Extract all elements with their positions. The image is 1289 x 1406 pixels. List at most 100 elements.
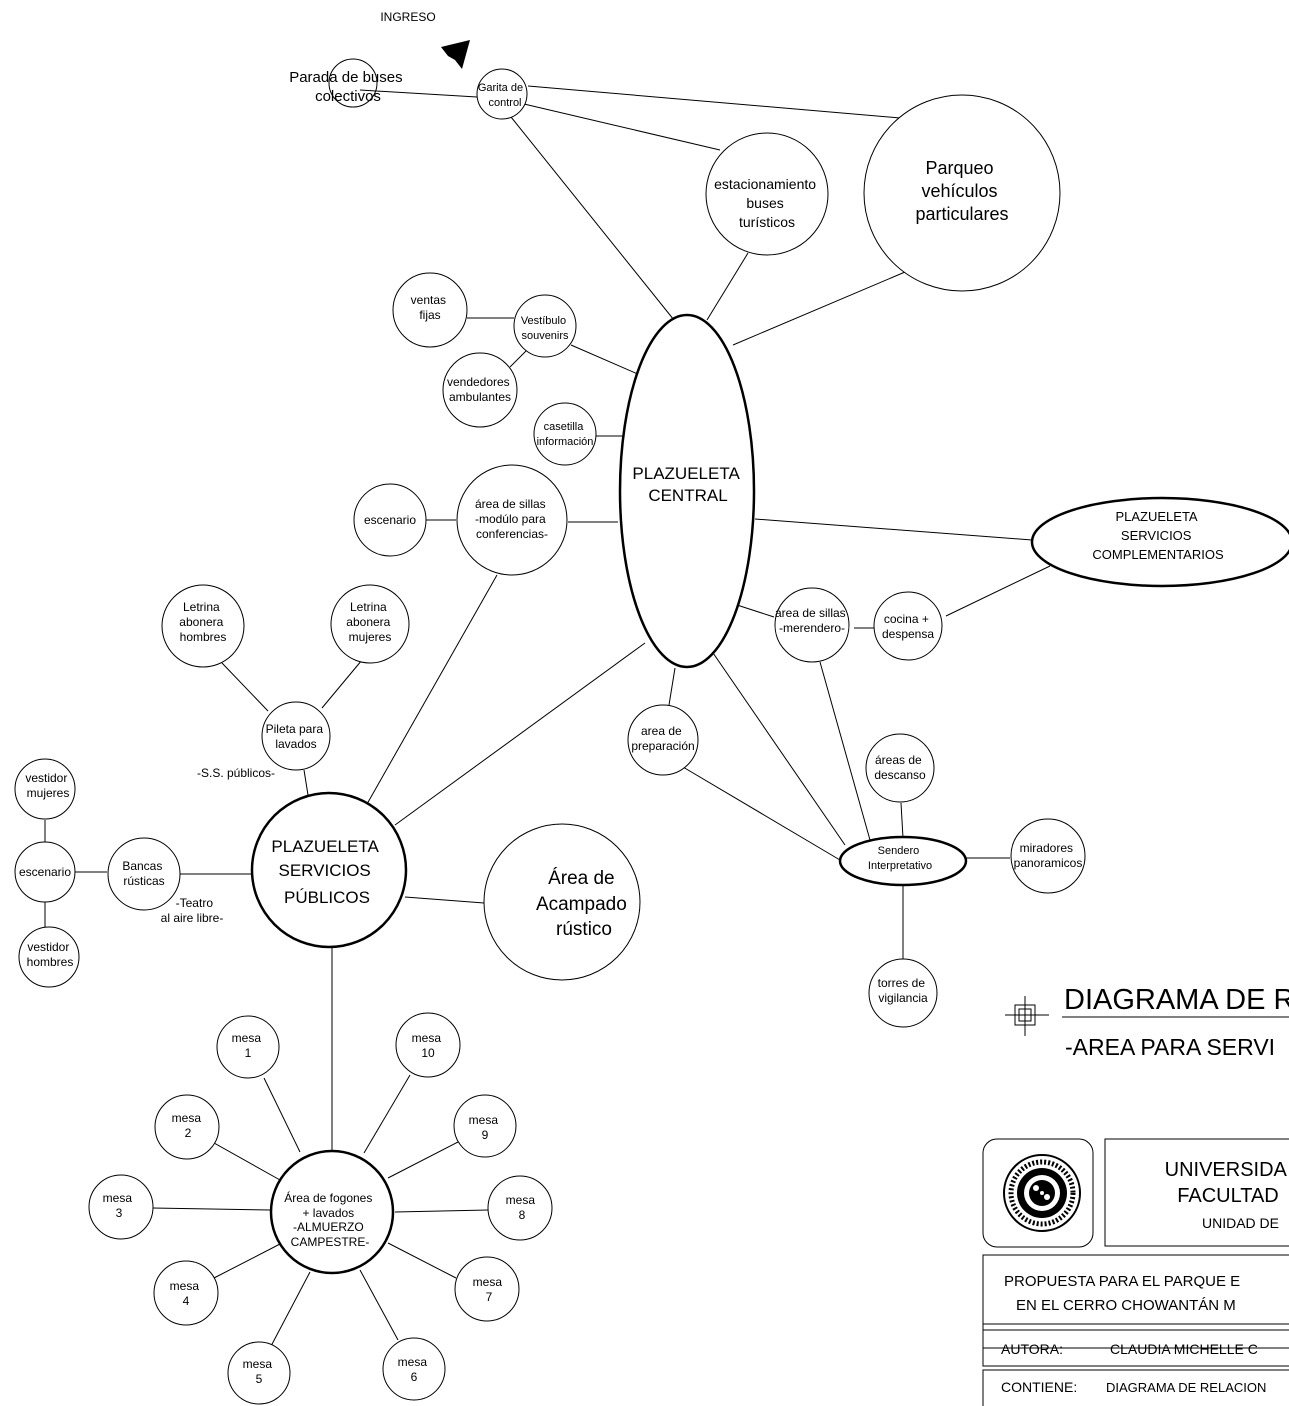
edge-fogones-mesa-4 [213,1243,281,1279]
diagram-edges [44,85,1051,1349]
contents-label: CONTIENE: [1001,1379,1077,1395]
node-label-line: ventas [411,293,446,307]
diagram-nodes: Parada de buses colectivos Garita de con… [14,58,1289,1405]
node-mesa-5: mesa 5 [227,1341,291,1405]
edge-garita-plazuela-central [510,116,679,326]
node-label: mesa 8 [506,1193,539,1222]
edge-central-publicos [394,642,646,826]
node-mesa-10: mesa 10 [395,1012,461,1078]
node-label-line: abonera [179,615,223,629]
node-label: área de sillas -merendero- [775,606,849,635]
node-miradores: miradores panoramicos [1010,818,1086,894]
node-label: ventas fijas [411,293,450,322]
node-label-line: particulares [915,204,1008,224]
edge-letrina-h-pileta [221,662,269,712]
edge-estacionamiento-central [706,252,749,321]
node-label-line: cocina + [884,612,929,626]
node-label-line: lavados [275,737,316,751]
university-line: UNIVERSIDA [1165,1159,1288,1181]
node-area-preparacion: area de preparación [627,704,699,776]
university-seal-icon [1003,1154,1081,1232]
node-label-line: 7 [486,1290,493,1304]
edge-central-sendero [710,649,846,846]
node-label-line: estacionamiento [714,176,816,192]
node-label: PLAZUELETA SERVICIOS COMPLEMENTARIOS [1092,509,1224,562]
node-label-line: preparación [631,739,694,753]
node-area-acampado: Área de Acampado rústico [483,823,641,981]
node-label-line: mesa [398,1355,428,1369]
node-label-line: PLAZUELETA [632,464,740,483]
edge-fogones-mesa-2 [213,1142,281,1181]
node-parqueo: Parqueo vehículos particulares [863,94,1061,292]
node-label-line: panoramicos [1014,856,1083,870]
node-areas-descanso: áreas de descanso [865,733,935,803]
node-label: cocina + despensa [882,612,934,641]
edge-central-merendero [736,604,775,618]
diagram-title-block: DIAGRAMA DE R -AREA PARA SERVI [1005,984,1289,1060]
node-letrina-hombres: Letrina abonera hombres [161,584,245,668]
node-ventas-fijas: ventas fijas [392,272,468,348]
node-label-line: escenario [364,513,416,527]
node-label: torres de vigilancia [878,976,929,1005]
edge-fogones-mesa-10 [363,1074,411,1154]
node-label: Parada de buses colectivos [289,69,407,105]
node-label: áreas de descanso [874,753,926,782]
diagram-title: DIAGRAMA DE R [1064,984,1289,1016]
diagram-subtitle: -AREA PARA SERVI [1065,1034,1275,1060]
edge-descanso-sendero [900,802,904,839]
node-label-line: abonera [346,615,390,629]
free-labels: -S.S. públicos- -Teatro al aire libre- [161,766,275,925]
node-vestidor-mujeres: vestidor mujeres [14,758,76,820]
node-label-line: SERVICIOS [278,861,370,880]
node-label-line: Letrina [350,600,387,614]
node-label-line: 4 [183,1294,190,1308]
node-label-line: colectivos [315,88,381,105]
node-label: mesa 7 [473,1275,506,1304]
node-label-line: Interpretativo [868,860,932,872]
node-label-line: control [488,97,521,109]
seal-frame [982,1138,1094,1248]
node-mesa-7: mesa 7 [454,1256,520,1322]
node-label-line: información [537,436,594,448]
node-label-line: mesa [232,1031,262,1045]
university-name: UNIVERSIDA FACULTAD [1165,1159,1289,1207]
node-mesa-8: mesa 8 [487,1175,553,1241]
node-label: mesa 6 [398,1355,431,1384]
node-label-line: Bancas [122,859,162,873]
node-label: Bancas rústicas [122,859,165,888]
node-label-line: rústico [556,919,612,940]
node-mesa-6: mesa 6 [382,1337,446,1401]
node-label-line: area de [641,724,682,738]
node-label-line: ambulantes [449,390,511,404]
edge-fogones-mesa-6 [359,1269,399,1341]
node-label-line: Vestíbulo [521,315,566,327]
edge-publicos-acampado [404,896,485,904]
node-label-line: mesa [243,1357,273,1371]
node-bancas: Bancas rústicas [107,837,181,911]
node-label-line: hombres [27,955,74,969]
node-label-line: turísticos [739,214,795,230]
edge-cocina-complementarios [945,565,1051,617]
edge-pileta-publicos [303,769,309,796]
node-label: PLAZUELETA SERVICIOS PÚBLICOS [271,837,382,907]
node-label-line: Acampado [536,894,627,915]
node-label-line: 6 [411,1370,418,1384]
node-escenario-left: escenario [14,841,76,903]
author-frame [982,1329,1289,1367]
node-label-line: -merendero- [779,621,845,635]
edge-garita-parqueo [527,85,901,119]
node-label-line: despensa [882,627,934,641]
node-mesa-4: mesa 4 [153,1260,219,1326]
edge-fogones-mesa-1 [263,1077,301,1153]
edge-letrina-m-pileta [321,659,363,709]
edge-central-preparacion [668,667,676,706]
node-pileta: Pileta para lavados [261,701,331,771]
node-label: mesa 3 [103,1191,136,1220]
edge-fogones-mesa-3 [151,1207,271,1211]
edge-fogones-mesa-7 [387,1242,457,1279]
node-label: estacionamiento buses turísticos [714,176,820,230]
node-label-line: vestidor [25,771,67,785]
node-plazuela-complementarios: PLAZUELETA SERVICIOS COMPLEMENTARIOS [1030,496,1289,588]
crosshair-icon [1005,996,1049,1036]
